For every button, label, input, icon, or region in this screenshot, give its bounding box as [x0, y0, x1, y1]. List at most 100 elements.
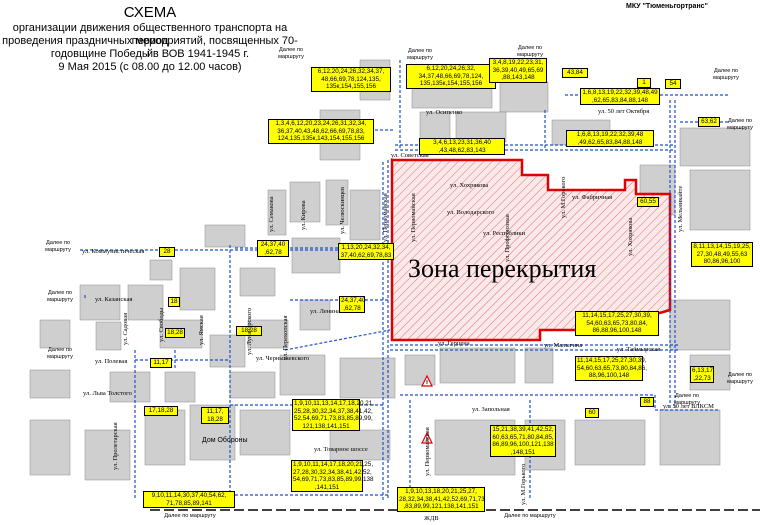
- block: [229, 371, 276, 399]
- route-box: 43,84: [562, 68, 588, 78]
- continue-route-note: Далее по маршруту: [713, 68, 739, 81]
- continue-route-note: Далее по маршруту: [674, 393, 700, 406]
- street-label: ул. Семакова: [268, 196, 275, 232]
- block: [419, 111, 451, 141]
- route-box: 8,11,13,14,15,19,25, 27,30,48,49,55,63 8…: [691, 242, 753, 267]
- street-label: ул. Коммунистическая: [82, 248, 145, 255]
- block: [204, 224, 246, 248]
- street-label: ул. Запольная: [472, 406, 510, 413]
- block: [289, 181, 321, 223]
- route-box: 18,28: [236, 326, 262, 336]
- block: [349, 189, 381, 241]
- organization-name: МКУ "Тюменьгортранс": [626, 3, 708, 10]
- street-label: ЖДВ: [424, 515, 439, 522]
- block: [144, 409, 186, 466]
- route-box: 3,4,6,13,23,31,36,40 ,43,48,62,83,143: [419, 138, 505, 155]
- route-box: 24,37,40 ,62,78: [339, 296, 366, 313]
- route-box: 1: [637, 78, 651, 88]
- route-box: 1,9,10,13,18,20,21,25,27, 28,32,34,38,41…: [397, 487, 485, 512]
- block: [279, 354, 326, 396]
- block: [299, 299, 331, 331]
- warning-sign-icon: [421, 431, 433, 444]
- landmark-label: Дом Обороны: [202, 437, 248, 444]
- block: [29, 369, 71, 399]
- street-label: ул. Казанская: [95, 296, 133, 303]
- block: [149, 259, 173, 281]
- block: [404, 354, 436, 386]
- route-line: [284, 329, 391, 351]
- street-label: ул. Первомайская: [382, 193, 389, 242]
- continue-route-note: Далее по маршруту: [407, 48, 433, 61]
- street-label: ул. Полевая: [95, 358, 128, 365]
- page-title: СХЕМА: [123, 4, 177, 21]
- route-box: 54: [665, 79, 681, 89]
- route-box: 1,9,10,11,13,14,17,18,20,21, 25,28,30,32…: [292, 399, 375, 431]
- route-box: 11,14,15,17,25,27,30,39, 54,60,63,65,73,…: [575, 356, 648, 381]
- street-label: ул. Ямская: [198, 315, 205, 345]
- route-box: 1,9,10,11,14,17,18,20,21,25, 27,28,30,32…: [291, 460, 374, 492]
- street-label: ул. Челюскинцев: [339, 186, 346, 234]
- street-label: ул. Таймырская: [617, 346, 661, 353]
- block: [659, 409, 721, 466]
- block: [291, 237, 341, 274]
- street-label: ул. 50 лет Октября: [598, 108, 650, 115]
- street-label: ул. Герцена: [438, 340, 470, 347]
- block: [574, 419, 646, 466]
- block: [439, 347, 516, 384]
- street-label: ул. Республики: [483, 230, 526, 237]
- route-box: 1,6,8,13,19,22,32,39,48 ,49,62,65,83,84,…: [566, 130, 654, 147]
- block: [164, 371, 196, 403]
- block: [267, 189, 287, 236]
- closure-zone-label: Зона перекрытия: [408, 254, 597, 283]
- block: [689, 169, 751, 231]
- street-label: ул. Пролетарская: [112, 422, 119, 470]
- block: [79, 284, 121, 321]
- route-box: 9,10,11,14,30,37,40,54,62, 71,78,85,89,1…: [143, 491, 235, 508]
- route-box: 11,14,15,17,25,27,30,39, 54,60,63,65,73,…: [575, 311, 659, 336]
- continue-route-note: Далее по маршруту: [47, 347, 73, 360]
- route-box: 18,28: [165, 328, 185, 338]
- block: [109, 371, 151, 403]
- street-label: ул. Перекопская: [282, 315, 289, 360]
- route-box: 15,21,38,39,41,42,52, 60,63,65,71,80,84,…: [490, 425, 556, 457]
- street-label: ул. Ленина: [310, 308, 341, 315]
- block: [127, 284, 164, 321]
- route-box: 17,18,28: [144, 406, 178, 416]
- continue-route-note: Далее по маршруту: [47, 290, 73, 303]
- route-box: 1,6,8,13,19,22,32,39,48,49 ,62,65,83,84,…: [580, 88, 660, 105]
- block: [239, 267, 276, 297]
- block: [339, 357, 396, 399]
- street-label: ул. М.Горького: [560, 176, 567, 218]
- route-box: 1,3,4,6,12,20,23,24,26,31,32,34, 36,37,4…: [268, 119, 374, 144]
- street-label: ул. Малыгина: [544, 342, 583, 349]
- route-box: 63,62: [698, 117, 720, 127]
- route-box: 88: [640, 397, 654, 407]
- street-label: ул. Хохрякова: [627, 217, 634, 256]
- block: [679, 127, 751, 167]
- closure-zone: [390, 158, 672, 342]
- block: [239, 409, 291, 456]
- street-label: ул. 50 лет ВЛКСМ: [663, 403, 714, 410]
- subtitle-line: проведения праздничных мероприятий, посв…: [2, 35, 298, 60]
- block: [329, 429, 391, 461]
- route-box: 60,55: [637, 197, 659, 207]
- block: [669, 299, 731, 351]
- street-label: ул. Первомайская: [410, 193, 417, 242]
- subtitle-line: годовщине Победы в ВОВ 1941-1945 г.: [50, 48, 250, 60]
- continue-route-note: Далее по маршруту: [164, 513, 216, 519]
- street-label: ул. Володарского: [447, 209, 495, 216]
- route-box: 28: [159, 247, 175, 257]
- route-box: 6,12,20,24,26,32, 34,37,48,66,69,78,124,…: [406, 64, 496, 89]
- route-box: 11,17: [150, 358, 172, 368]
- block: [325, 179, 349, 226]
- subtitle-line: организации движения общественного транс…: [12, 22, 288, 47]
- block: [84, 429, 131, 481]
- street-label: ул. Мельникайте: [677, 185, 684, 232]
- street-label: ул. Льва Толстого: [83, 390, 132, 397]
- continue-route-note: Далее по маршруту: [504, 513, 556, 519]
- block: [39, 319, 71, 349]
- street-label: ул. Свободы: [158, 307, 165, 342]
- street-label: ул. Луначарского: [246, 307, 253, 355]
- street-label: ул. М.Горького: [520, 463, 527, 505]
